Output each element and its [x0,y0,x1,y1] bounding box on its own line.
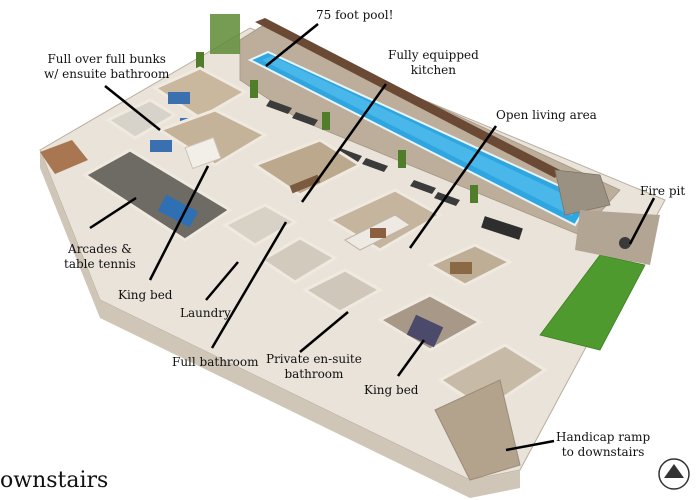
coffee-table [370,228,386,238]
kitchen-island [289,174,321,194]
label-ramp-line-1: Handicap ramp [556,430,651,444]
ensuite-bath [301,268,384,314]
planter-3 [322,112,330,130]
outer-wall [40,150,520,498]
handicap-ramp [434,379,521,481]
pointer-lines [89,23,656,452]
king-bed-left [184,136,222,170]
label-living: Open living area [496,108,597,122]
fire-pit-patio [575,210,660,265]
page-title: ownstairs [0,468,109,493]
label-ramp-line-2: to downstairs [561,445,645,459]
full-bathroom [259,236,338,284]
pointer-pool [265,23,319,67]
label-ensuite: Private en-suite bathroom [266,352,362,382]
pointer-bunks [104,85,161,131]
outdoor-dining-table [481,216,523,240]
pointer-arcades [89,196,137,230]
pointer-living [408,125,498,249]
label-laundry: Laundry [180,306,231,320]
planter-4 [398,150,406,168]
pointer-firepit [628,197,656,245]
label-bunks-line-1: Full over full bunks [47,52,166,66]
label-kingbed-right: King bed [364,383,419,397]
label-bunks: Full over full bunks w/ ensuite bathroom [44,52,169,82]
stone-wall [554,169,611,216]
label-arcades: Arcades & table tennis [64,242,136,272]
label-bunks-line-2: w/ ensuite bathroom [44,67,170,81]
label-kingbed-left: King bed [118,288,173,302]
planter-2 [250,80,258,98]
label-kitchen-line-2: kitchen [410,63,457,77]
pool-water-shine [262,56,580,216]
logo-icon [658,458,690,490]
pointer-full-bath [210,221,288,349]
label-kitchen: Fully equipped kitchen [388,48,479,78]
pointer-kingbed-right [396,339,426,377]
bunk-bed-1 [168,92,190,104]
fire-pit [619,237,631,249]
label-arcades-line-2: table tennis [64,257,136,271]
pointer-ramp [505,439,555,452]
label-ensuite-line-2: bathroom [284,367,344,381]
pointer-ensuite [299,311,349,353]
brand-logo [656,456,692,494]
label-firepit: Fire pit [640,184,686,198]
pointer-laundry [205,261,239,301]
planter-left [210,14,240,54]
label-pool: 75 foot pool! [316,8,394,22]
left-stairs [40,140,88,174]
label-arcades-line-1: Arcades & [68,242,132,256]
back-hedge [255,18,560,178]
pointer-kingbed-left [148,165,210,281]
kitchen [251,138,364,197]
label-ramp: Handicap ramp to downstairs [556,430,650,460]
label-ensuite-line-1: Private en-suite [266,352,362,366]
king-bed-right [406,314,444,348]
planter-5 [470,185,478,203]
lounge-chairs [266,100,460,206]
label-full-bath: Full bathroom [172,355,259,369]
bunk-room [151,66,249,120]
planter-1 [196,52,204,70]
dining-table [450,262,472,274]
pointer-kitchen [300,83,388,203]
bunk-bed-3 [150,140,172,152]
label-kitchen-line-1: Fully equipped [388,48,479,62]
grass-lawn [539,254,646,351]
bunk-bathroom [104,98,178,140]
laundry-room [222,203,299,247]
ping-pong-table [157,194,199,228]
